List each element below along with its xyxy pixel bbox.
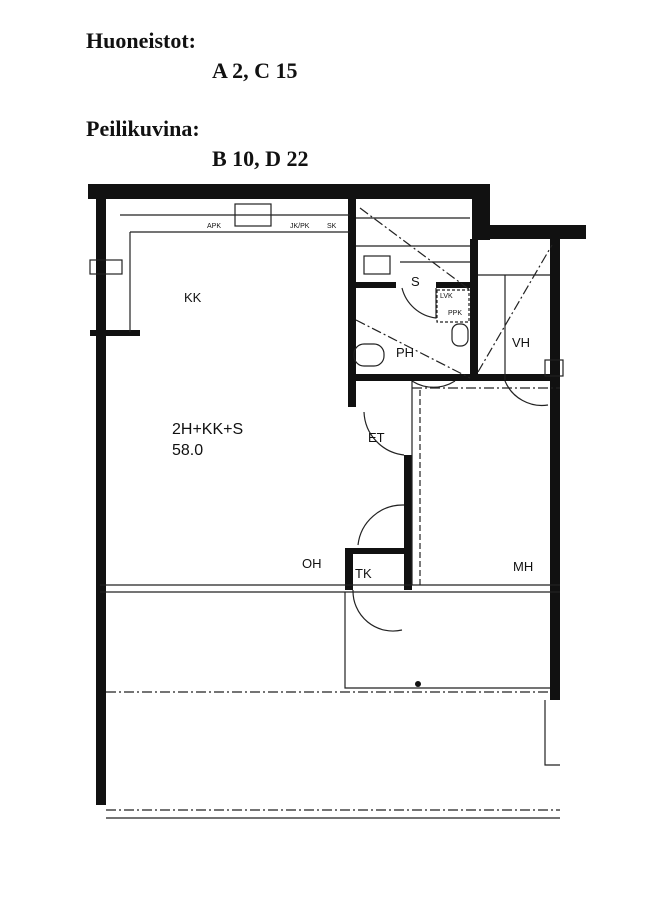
room-wardrobe: TK xyxy=(355,566,372,581)
walls xyxy=(88,184,586,805)
room-bedroom: MH xyxy=(513,559,533,574)
apartment-type: 2H+KK+S xyxy=(172,421,243,438)
fixture-sk: SK xyxy=(327,223,337,230)
fixture-jk-pk: JK/PK xyxy=(290,223,310,230)
room-labels: KK S PH VH ET OH MH TK 2H+KK+S 58.0 xyxy=(172,274,533,581)
room-entry: ET xyxy=(368,430,385,445)
room-closet: VH xyxy=(512,335,530,350)
apartments-label: Huoneistot: xyxy=(86,28,196,53)
room-bathroom: PH xyxy=(396,345,414,360)
room-kitchen: KK xyxy=(184,290,202,305)
fixture-labels: APK JK/PK SK LVK PPK xyxy=(207,223,462,317)
room-living: OH xyxy=(302,556,322,571)
apartment-area: 58.0 xyxy=(172,442,203,459)
room-sauna: S xyxy=(411,274,420,289)
mirrored-value: B 10, D 22 xyxy=(212,146,309,171)
thin-lines xyxy=(89,203,564,819)
fixture-apk: APK xyxy=(207,223,221,230)
fixture-lvk: LVK xyxy=(440,293,453,300)
apartments-value: A 2, C 15 xyxy=(212,58,298,83)
mirrored-label: Peilikuvina: xyxy=(86,116,200,141)
fixture-ppk: PPK xyxy=(448,310,462,317)
